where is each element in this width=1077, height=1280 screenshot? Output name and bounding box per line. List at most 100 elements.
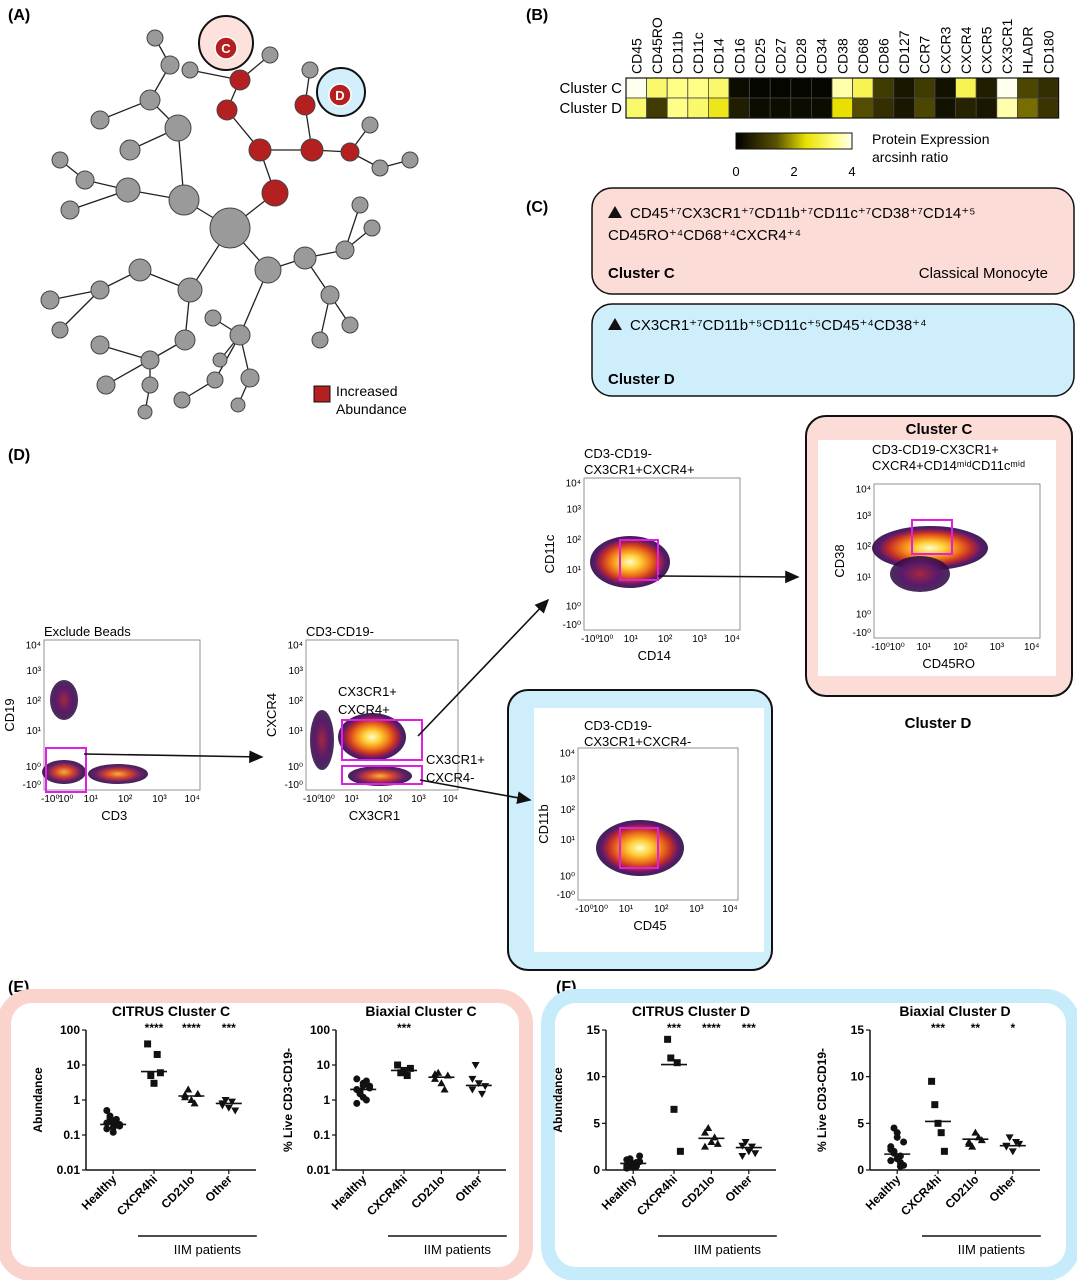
flow-xtick: 10³	[411, 794, 426, 805]
tree-node	[209, 207, 251, 249]
dot-ytick-label: 1	[323, 1093, 330, 1107]
heatmap-cell	[1017, 77, 1039, 99]
heatmap-cell	[831, 77, 854, 99]
flow-xtick: -10⁰	[871, 642, 889, 653]
data-point	[187, 1096, 196, 1103]
legend-text-1: Increased	[336, 383, 397, 399]
tree-node-increased	[229, 69, 251, 91]
heatmap-cell	[831, 97, 854, 119]
flow-gate	[45, 747, 87, 793]
flow-xtick: 10²	[658, 634, 673, 645]
flow-ytick: 10¹	[567, 565, 582, 576]
significance-label: ***	[742, 1021, 756, 1035]
heatmap-column-label: CX3CR1	[999, 19, 1015, 74]
gate-label: CXCR4+	[338, 702, 390, 717]
significance-label: ***	[931, 1021, 945, 1035]
panel-f-frame	[541, 989, 1077, 1280]
tree-node	[51, 151, 69, 169]
data-point	[1012, 1139, 1020, 1146]
tree-node	[204, 309, 222, 327]
phenotype-d-line1: CX3CR1⁺⁷CD11b⁺⁵CD11c⁺⁵CD45⁺⁴CD38⁺⁴	[630, 317, 927, 334]
heatmap-column-label: CD14	[711, 38, 727, 74]
data-point	[900, 1138, 908, 1146]
heatmap-cell	[769, 97, 792, 119]
phenotype-c-type: Classical Monocyte	[919, 265, 1048, 282]
data-point	[890, 1149, 898, 1157]
heatmap-cell	[728, 97, 751, 119]
heatmap-column-label: CD11c	[690, 32, 706, 74]
dot-ytick-label: 10	[317, 1058, 331, 1072]
flow-xtick: 10³	[692, 634, 707, 645]
significance-label: ****	[182, 1021, 201, 1035]
dot-y-label: % Live CD3-CD19-	[281, 1048, 295, 1152]
phenotype-box-d: CX3CR1⁺⁷CD11b⁺⁵CD11c⁺⁵CD45⁺⁴CD38⁺⁴ Clust…	[591, 303, 1075, 397]
flow-density	[890, 556, 950, 592]
heatmap-cell	[790, 97, 812, 119]
data-point	[103, 1107, 111, 1115]
data-point	[112, 1115, 120, 1123]
tree-node	[401, 151, 419, 169]
flow-xtick: 10³	[990, 642, 1005, 653]
dot-group-label: Healthy	[863, 1172, 904, 1213]
data-point	[147, 1072, 155, 1080]
legend-swatch-red	[313, 385, 331, 403]
tree-node-increased	[216, 99, 238, 121]
dot-ytick-label: 100	[60, 1023, 80, 1037]
tree-node	[75, 170, 95, 190]
heatmap-cell	[852, 77, 874, 99]
data-point	[224, 1104, 233, 1112]
tree-node	[335, 240, 355, 260]
flow-xtick: 10¹	[84, 794, 99, 805]
scale-title-2: arcsinh ratio	[872, 149, 948, 165]
data-point	[701, 1142, 709, 1150]
heatmap-column-label: CD11b	[670, 31, 686, 74]
data-point	[1008, 1148, 1017, 1156]
flow-density	[338, 713, 406, 761]
patients-label: IIM patients	[174, 1242, 242, 1257]
data-point	[965, 1139, 973, 1147]
flow-ytick: 10¹	[289, 726, 304, 737]
flow-gate	[619, 827, 659, 869]
legend-text-2: Abundance	[336, 401, 407, 417]
significance-label: *	[1010, 1021, 1015, 1035]
heatmap-border	[625, 77, 1060, 119]
tree-node	[141, 376, 159, 394]
dot-plots: CITRUS Cluster CAbundance1001010.10.01He…	[31, 1003, 1041, 1257]
flow-plot-title: CD3-CD19-	[584, 446, 652, 461]
data-point	[1005, 1134, 1014, 1142]
data-point	[704, 1124, 713, 1131]
data-point	[928, 1077, 936, 1085]
flow-ytick: 10⁰	[856, 609, 871, 620]
dot-ytick-label: 0	[857, 1163, 864, 1177]
heatmap-cell	[646, 77, 668, 99]
up-triangle-icon	[608, 206, 622, 218]
tree-node	[341, 316, 359, 334]
dot-group-label: CD21lo	[408, 1172, 447, 1211]
heatmap-cell	[955, 77, 977, 99]
flow-xtick: 10⁰	[320, 794, 335, 805]
data-point	[738, 1142, 747, 1150]
data-point	[150, 1079, 158, 1087]
flow-y-axis-label: CD11b	[536, 804, 551, 844]
tree-node	[240, 368, 260, 388]
flow-density	[590, 536, 670, 588]
heatmap-cell	[749, 97, 771, 119]
flow-plot-title: CX3CR1+CXCR4-	[584, 734, 691, 749]
flow-xtick: 10²	[953, 642, 968, 653]
dot-group-label: CD21lo	[942, 1172, 981, 1211]
significance-label: ****	[702, 1021, 721, 1035]
dot-ytick-label: 0	[593, 1163, 600, 1177]
cluster-c-header: Cluster C	[906, 421, 973, 438]
heatmap-cell	[872, 97, 895, 119]
heatmap-column-label: CD34	[814, 38, 830, 74]
heatmap-column-label: CD180	[1040, 30, 1056, 74]
dot-y-label: % Live CD3-CD19-	[815, 1048, 829, 1152]
flow-ytick: 10³	[857, 511, 872, 522]
heatmap-cell	[934, 97, 957, 119]
data-point	[153, 1050, 161, 1058]
tree-node	[293, 246, 317, 270]
heatmap-cell	[769, 77, 792, 99]
flow-ytick: 10⁴	[566, 479, 581, 490]
heatmap-cell	[1017, 97, 1039, 119]
